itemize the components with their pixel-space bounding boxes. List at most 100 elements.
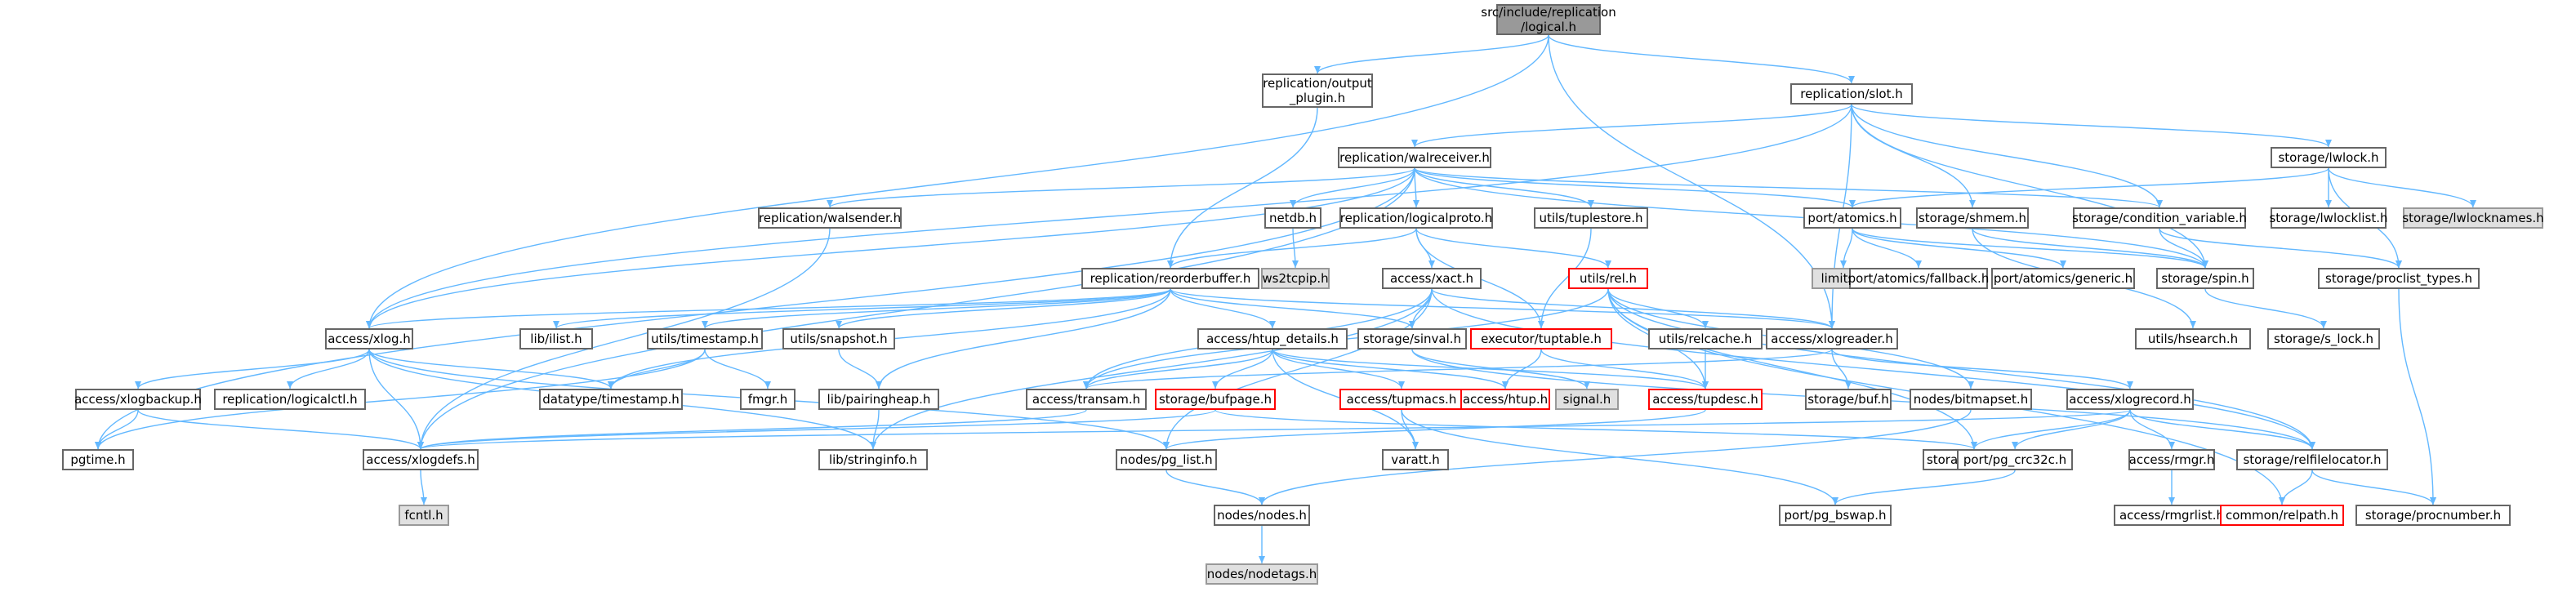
edge-htup-details-to-htup — [1272, 349, 1509, 389]
node-xact[interactable]: access/xact.h — [1382, 268, 1482, 289]
node-timestamp[interactable]: utils/timestamp.h — [647, 328, 763, 349]
node-stringinfo[interactable]: lib/stringinfo.h — [818, 449, 928, 470]
node-s-lock[interactable]: storage/s_lock.h — [2267, 328, 2380, 349]
edge-reorderbuffer-to-timestamp — [702, 288, 1171, 329]
edge-pairingheap-to-stringinfo — [870, 409, 880, 450]
edge-slot-to-xlog — [366, 104, 1852, 329]
edge-tupmacs-to-varatt — [1401, 409, 1419, 450]
node-rel[interactable]: utils/rel.h — [1568, 268, 1648, 289]
node-sinval[interactable]: storage/sinval.h — [1357, 328, 1467, 349]
node-shmem[interactable]: storage/shmem.h — [1916, 207, 2029, 229]
node-bitmapset[interactable]: nodes/bitmapset.h — [1910, 389, 2032, 410]
edge-output-plugin-to-reorderbuffer — [1167, 107, 1318, 269]
edge-xact-to-relfilelocator — [1431, 288, 2315, 450]
node-proclist-types[interactable]: storage/proclist_types.h — [2318, 268, 2480, 289]
edge-xlogrecord-to-xlogdefs — [417, 409, 2131, 450]
node-pairingheap[interactable]: lib/pairingheap.h — [818, 389, 939, 410]
edge-slot-to-shmem — [1851, 104, 1976, 208]
node-relfilelocator[interactable]: storage/relfilelocator.h — [2236, 449, 2388, 470]
node-buf-visible[interactable]: storage/buf.h — [1805, 389, 1892, 410]
edge-sinval-to-signal — [1411, 349, 1590, 389]
edge-walsender-to-xlogdefs — [417, 228, 831, 450]
node-atomics[interactable]: port/atomics.h — [1803, 207, 1901, 229]
edge-condvar-to-proclist-types — [2159, 228, 2402, 269]
node-fcntl[interactable]: fcntl.h — [399, 505, 449, 526]
edge-xlog-to-xlogbackup — [135, 349, 370, 389]
node-pg-list[interactable]: nodes/pg_list.h — [1116, 449, 1217, 470]
node-signal[interactable]: signal.h — [1555, 389, 1619, 410]
node-xlogbackup[interactable]: access/xlogbackup.h — [74, 389, 202, 410]
edge-bufpage-to-xlogdefs — [417, 409, 1216, 450]
node-logicalproto[interactable]: replication/logicalproto.h — [1339, 207, 1493, 229]
node-ilist[interactable]: lib/ilist.h — [519, 328, 593, 349]
node-pgtime[interactable]: pgtime.h — [62, 449, 134, 470]
node-condvar[interactable]: storage/condition_variable.h — [2072, 207, 2247, 229]
node-nodes[interactable]: nodes/nodes.h — [1214, 505, 1310, 526]
node-fallback[interactable]: port/atomics/fallback.h — [1848, 268, 1989, 289]
node-walreceiver[interactable]: replication/walreceiver.h — [1338, 147, 1491, 168]
node-spin[interactable]: storage/spin.h — [2156, 268, 2254, 289]
edge-tuptable-to-tupdesc — [1540, 349, 1709, 389]
edge-xlogrecord-to-relfilelocator — [2129, 409, 2315, 450]
node-tupmacs[interactable]: access/tupmacs.h — [1339, 389, 1464, 410]
node-varatt[interactable]: varatt.h — [1382, 449, 1449, 470]
edge-xlogrecord-to-block — [1971, 409, 2131, 450]
node-logicalctl[interactable]: replication/logicalctl.h — [214, 389, 366, 410]
edge-atomics-to-spin — [1852, 228, 2208, 269]
node-bufpage[interactable]: storage/bufpage.h — [1155, 389, 1276, 410]
node-snapshot[interactable]: utils/snapshot.h — [782, 328, 895, 349]
edge-xact-to-stringinfo — [870, 288, 1433, 450]
node-rmgrlist[interactable]: access/rmgrlist.h — [2114, 505, 2230, 526]
node-transam[interactable]: access/transam.h — [1026, 389, 1147, 410]
node-datatype-timestamp[interactable]: datatype/timestamp.h — [539, 389, 683, 410]
node-netdb[interactable]: netdb.h — [1264, 207, 1321, 229]
node-reorderbuffer[interactable]: replication/reorderbuffer.h — [1081, 268, 1259, 289]
edge-reorderbuffer-to-snapshot — [836, 288, 1171, 329]
edge-slot-to-walreceiver — [1411, 104, 1852, 148]
node-procnumber[interactable]: storage/procnumber.h — [2355, 505, 2511, 526]
edge-logical-h-to-slot — [1548, 34, 1855, 84]
node-lwlock[interactable]: storage/lwlock.h — [2271, 147, 2387, 168]
node-ws2tcpip[interactable]: ws2tcpip.h — [1261, 268, 1330, 289]
edge-walreceiver-to-logicalproto — [1412, 167, 1419, 208]
edge-walreceiver-to-atomics — [1414, 167, 1856, 208]
node-slot[interactable]: replication/slot.h — [1790, 83, 1913, 105]
edge-xlogdefs-to-fcntl — [420, 470, 427, 505]
edge-tuplestore-to-tuptable — [1538, 228, 1592, 329]
node-lwlocklist[interactable]: storage/lwlocklist.h — [2269, 207, 2388, 229]
node-lwlocknames[interactable]: storage/lwlocknames.h — [2402, 207, 2544, 229]
node-relpath[interactable]: common/relpath.h — [2220, 505, 2344, 526]
node-tuplestore[interactable]: utils/tuplestore.h — [1534, 207, 1648, 229]
node-walsender[interactable]: replication/walsender.h — [758, 207, 902, 229]
edge-atomics-to-fallback — [1852, 228, 1922, 269]
edge-walreceiver-to-xlog — [366, 167, 1415, 329]
node-tuptable[interactable]: executor/tuptable.h — [1470, 328, 1612, 349]
node-htup[interactable]: access/htup.h — [1460, 389, 1550, 410]
edge-xlog-to-datatype-timestamp — [368, 349, 614, 389]
edge-timestamp-to-pgtime — [95, 349, 706, 450]
edge-relfilelocator-to-procnumber — [2311, 470, 2436, 505]
edge-tuptable-to-htup — [1502, 349, 1542, 389]
node-output-plugin[interactable]: replication/output _plugin.h — [1262, 73, 1373, 108]
edge-shmem-to-spin — [1972, 228, 2208, 269]
edge-walreceiver-to-condvar — [1414, 167, 2163, 208]
node-xlog[interactable]: access/xlog.h — [325, 328, 413, 349]
node-xlogreader[interactable]: access/xlogreader.h — [1766, 328, 1898, 349]
edge-logical-h-to-output-plugin — [1314, 34, 1549, 74]
node-nodetags[interactable]: nodes/nodetags.h — [1206, 563, 1318, 585]
node-xlogdefs[interactable]: access/xlogdefs.h — [363, 449, 479, 470]
edge-xact-to-sinval — [1409, 288, 1433, 329]
edge-pg-list-to-nodes — [1165, 470, 1265, 505]
node-bswap[interactable]: port/pg_bswap.h — [1779, 505, 1892, 526]
node-xlogrecord[interactable]: access/xlogrecord.h — [2066, 389, 2194, 410]
node-htup-details[interactable]: access/htup_details.h — [1197, 328, 1348, 349]
edge-logical-h-to-xlog — [366, 34, 1549, 329]
node-crc32c-visible[interactable]: port/pg_crc32c.h — [1957, 449, 2073, 470]
node-generic[interactable]: port/atomics/generic.h — [1991, 268, 2135, 289]
node-fmgr[interactable]: fmgr.h — [740, 389, 796, 410]
edge-crc32c-to-bswap — [1832, 470, 2016, 505]
node-tupdesc[interactable]: access/tupdesc.h — [1648, 389, 1763, 410]
node-hsearch[interactable]: utils/hsearch.h — [2135, 328, 2251, 349]
node-relcache[interactable]: utils/relcache.h — [1648, 328, 1763, 349]
node-rmgr[interactable]: access/rmgr.h — [2128, 449, 2215, 470]
